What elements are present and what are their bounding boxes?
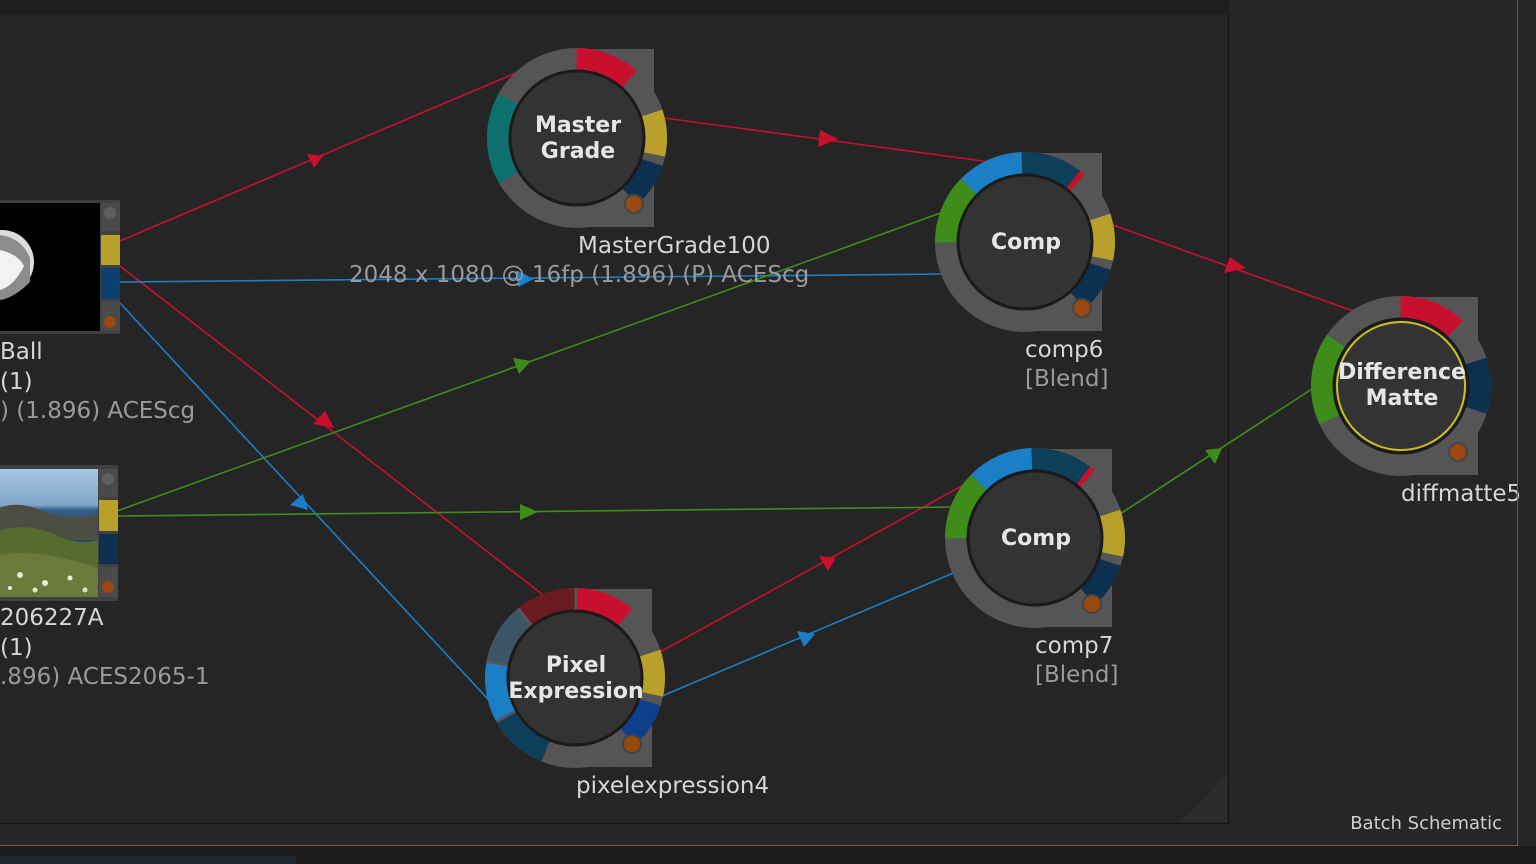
node-body: [508, 69, 646, 207]
node-pixel-expression[interactable]: Pixel Expression pixelexpression4: [485, 588, 769, 799]
record-dot-icon: [1082, 594, 1102, 614]
clip-info: ) (1.896) ACEScg: [0, 398, 195, 424]
input-port-4[interactable]: [485, 588, 665, 768]
node-blend-mode: [Blend]: [1025, 366, 1108, 392]
node-title: Grade: [541, 139, 615, 164]
output-port-rgb[interactable]: [935, 152, 1115, 332]
coast-thumbnail-image: [0, 469, 98, 597]
clip-output-port-rgb[interactable]: [101, 235, 120, 265]
output-port-rgb[interactable]: [487, 48, 667, 228]
link-pixelexpr-to-comp7[interactable]: [659, 476, 979, 653]
record-dot-icon: [624, 194, 644, 214]
input-port-back[interactable]: [945, 448, 1125, 628]
input-port-matte2[interactable]: [935, 152, 1115, 332]
output-port-alpha[interactable]: [1311, 296, 1491, 476]
node-blend-mode: [Blend]: [1035, 662, 1118, 688]
clip-node-photo[interactable]: 206227A (1) .896) ACES2065-1: [0, 465, 209, 690]
clip-output-port-rgb[interactable]: [99, 500, 118, 531]
node-body: [966, 469, 1104, 607]
arrow-icon: [520, 504, 538, 520]
input-port-matte[interactable]: [487, 48, 667, 228]
node-title: Matte: [1366, 386, 1439, 411]
link-clip2-to-comp7[interactable]: [116, 506, 959, 517]
node-title: Master: [535, 113, 621, 138]
bottom-tab[interactable]: [0, 856, 296, 864]
input-port-2[interactable]: [485, 588, 665, 768]
clip-info: .896) ACES2065-1: [0, 664, 209, 690]
node-difference-matte[interactable]: Difference Matte diffmatte5: [1311, 296, 1521, 507]
panel-title: Batch Schematic: [1350, 813, 1502, 834]
record-dot-icon: [102, 581, 114, 593]
input-port-back[interactable]: [1311, 296, 1491, 476]
arrow-icon: [290, 494, 308, 510]
node-title: Comp: [1001, 526, 1071, 551]
clip-version: (1): [0, 635, 33, 661]
clip-output-port-alpha[interactable]: [101, 268, 120, 299]
output-port-rgb[interactable]: [485, 588, 665, 768]
record-dot-icon: [104, 316, 116, 328]
node-resolution-info: 2048 x 1080 @ 16fp (1.896) (P) ACEScg: [349, 262, 809, 288]
output-port-rgb[interactable]: [945, 448, 1125, 628]
connections: [116, 71, 1357, 726]
arrow-icon: [818, 130, 838, 147]
clip-output-port-alpha[interactable]: [99, 534, 118, 564]
arrow-icon: [307, 154, 323, 168]
arrow-icon: [1224, 257, 1246, 273]
arrow-icon: [819, 556, 836, 571]
arrow-icon: [797, 631, 815, 647]
node-name: pixelexpression4: [576, 773, 769, 799]
node-comp7[interactable]: Comp comp7 [Blend]: [945, 448, 1125, 688]
node-name: comp7: [1035, 633, 1113, 659]
arrow-icon: [513, 358, 531, 374]
node-master-grade[interactable]: Master Grade MasterGrade100 2048 x 1080 …: [349, 48, 809, 288]
node-title: Pixel: [546, 653, 606, 678]
record-dot-icon: [1448, 442, 1468, 462]
node-title: Difference: [1338, 360, 1466, 385]
node-body: [956, 173, 1094, 311]
node-name: comp6: [1025, 337, 1103, 363]
selected-ring: [1336, 321, 1466, 451]
bottom-strip: [0, 846, 1536, 864]
node-name: diffmatte5: [1401, 481, 1521, 507]
clip-name: 206227A: [0, 605, 104, 631]
arrow-icon: [313, 411, 334, 428]
link-clip2-to-comp6[interactable]: [116, 210, 947, 512]
node-body: [506, 609, 644, 747]
group-resize-handle[interactable]: [1180, 774, 1227, 822]
ball-thumbnail-image: [0, 230, 34, 300]
node-group-header: [0, 0, 1229, 14]
node-comp6[interactable]: Comp comp6 [Blend]: [935, 152, 1115, 392]
node-title: Comp: [991, 230, 1061, 255]
node-body: [1332, 317, 1470, 455]
arrow-icon: [518, 271, 534, 287]
clip-name: Ball: [0, 339, 43, 365]
input-port-matte2[interactable]: [945, 448, 1125, 628]
arrow-icon: [1205, 448, 1222, 464]
clip-node-ball[interactable]: Ball (1) ) (1.896) ACEScg: [0, 200, 195, 424]
input-port-back[interactable]: [935, 152, 1115, 332]
node-title: Expression: [508, 679, 643, 704]
record-dot-icon: [622, 734, 642, 754]
clip-version: (1): [0, 369, 33, 395]
node-name: MasterGrade100: [578, 233, 771, 259]
record-dot-icon: [1072, 298, 1092, 318]
input-port-front[interactable]: [1311, 296, 1491, 476]
